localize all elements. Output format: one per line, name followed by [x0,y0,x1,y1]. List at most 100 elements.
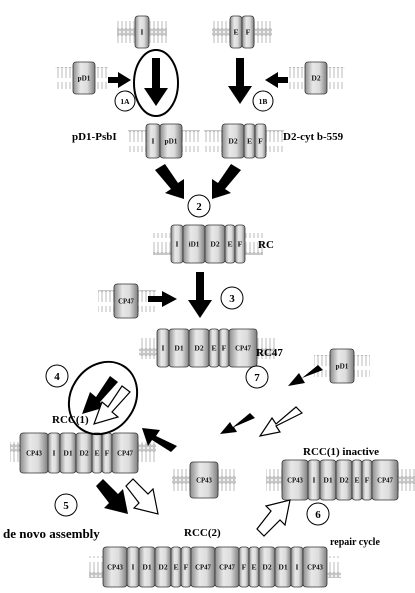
cp43-complex: CP43 [172,461,236,499]
repair-cycle-label: repair cycle [330,537,380,548]
subunit-cp43 [302,546,328,588]
subunit-label: I [132,563,135,572]
subunit-cp47 [371,459,399,501]
subunit-label: D2 [339,476,348,485]
subunit-label: I [296,563,299,572]
arrow-d2-in [265,72,288,88]
subunit-label: E [211,344,216,353]
subunit-label: D1 [63,449,72,458]
arrow-3-down [188,272,212,318]
svg-text:1A: 1A [120,97,130,106]
arrow-2-right [212,164,241,199]
subunit-label: E [173,563,178,572]
svg-text:3: 3 [229,293,235,305]
subunit-label: I [313,476,316,485]
subunit-label: CP47 [219,565,235,572]
pd1-psbi-label: pD1-PsbI [72,131,117,143]
subunit-pd1 [72,61,96,95]
subunit-label: F [222,344,227,353]
subunit-label: E [94,449,99,458]
d2-cytb559-label: D2-cyt b-559 [283,131,344,143]
pd1-repair-complex: pD1 [314,348,370,384]
arrow-1b [228,58,252,104]
subunit-label: D1 [142,563,151,572]
subunit-cp43 [189,461,219,499]
subunit-label: D2 [228,137,237,146]
arrow-2-left [155,164,184,199]
step-1a: 1A [114,90,136,112]
arrow-cp47-in [148,291,177,307]
subunit-label: F [238,240,243,249]
subunit-label: D1 [278,563,287,572]
subunit-label: D1 [323,476,332,485]
cp47-complex: CP47 [98,283,156,319]
pd1-complex: pD1 [55,61,109,95]
arrow-1a [133,49,179,117]
step-7: 7 [245,365,269,389]
subunit-pd1 [329,348,355,384]
subunit-label: D2 [158,563,167,572]
subunit-label: D1 [174,344,183,353]
subunit-cp47 [111,432,139,474]
subunit-label: E [233,28,238,37]
arrow-5-open [125,478,159,515]
subunit-label: D2 [210,240,219,249]
arrow-6-open [256,499,291,537]
step-1b: 1B [252,90,274,112]
rcc1-inactive-label: RCC(1) inactive [303,446,379,458]
subunit-i [134,15,150,49]
subunit-cp47 [113,283,139,319]
step-2: 2 [187,194,211,218]
step-4: 4 [45,364,69,388]
subunit-label: I [141,28,144,37]
subunit-label: D2 [311,74,320,83]
arrow-pd1-in [108,72,131,88]
rcc2-label: RCC(2) [184,527,221,539]
arrow-7-to-cp43 [220,413,255,434]
svg-text:7: 7 [254,372,260,384]
subunit-label: pD1 [336,363,349,371]
rcc1-label: RCC(1) [52,414,89,426]
subunit-label: CP47 [118,299,134,306]
subunit-f [234,224,246,264]
arrow-5-black [96,479,128,514]
subunit-label: D2 [194,344,203,353]
arrow-7-open [258,406,304,437]
subunit-label: F [258,137,263,146]
svg-text:1B: 1B [259,97,268,106]
subunit-label: iD1 [189,241,200,249]
subunit-label: E [247,137,252,146]
svg-text:5: 5 [63,500,69,512]
subunit-label: F [105,449,110,458]
subunit-label: CP43 [307,565,323,572]
step-3: 3 [220,286,244,310]
step-6: 6 [306,502,330,526]
subunit-label: I [53,449,56,458]
subunit-label: CP47 [235,346,251,353]
step-5: 5 [54,493,78,517]
subunit-label: D2 [262,563,271,572]
subunit-label: E [251,563,256,572]
svg-text:6: 6 [315,509,321,521]
rc-label: RC [258,239,274,251]
subunit-label: F [365,476,370,485]
subunit-label: F [246,28,251,37]
subunit-pd1 [159,123,183,159]
psbi-complex: I [117,15,167,49]
subunit-label: pD1 [165,138,178,146]
subunit-label: CP43 [26,451,42,458]
de-novo-label: de novo assembly [3,526,100,541]
subunit-label: I [162,344,165,353]
subunit-label: CP47 [195,565,211,572]
subunit-label: CP47 [377,478,393,485]
subunit-label: pD1 [78,75,91,83]
d2-complex: D2 [289,61,345,95]
